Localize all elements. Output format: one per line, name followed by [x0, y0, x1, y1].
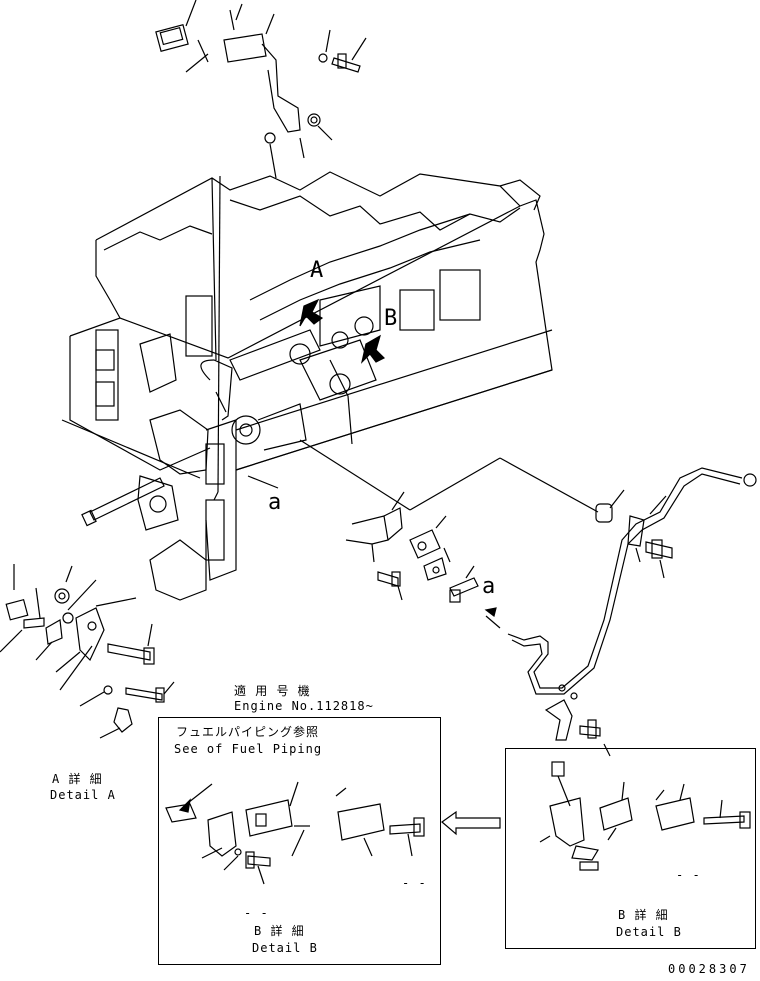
fuel-piping-note-en: See of Fuel Piping — [174, 742, 323, 756]
detail-a-parts — [0, 564, 175, 739]
top-bracket-assembly — [155, 0, 367, 179]
callout-a-pipe-label: a — [482, 574, 497, 599]
pipe-assembly — [484, 467, 757, 757]
middle-bracket-parts — [345, 491, 479, 603]
arrow-a-marker — [299, 298, 324, 327]
detail-b-left-dashes-2: - - — [244, 906, 269, 920]
detail-b-left-caption-jp: B 詳 細 — [254, 924, 305, 938]
detail-b-left-parts — [165, 781, 425, 885]
engine-block — [61, 171, 553, 601]
detail-b-left-box — [158, 717, 441, 965]
leader-lines — [213, 175, 599, 513]
engine-number: Engine No.112818~ — [234, 699, 374, 713]
callout-a-label: A — [310, 258, 325, 283]
detail-b-right-box — [505, 748, 756, 949]
transfer-arrow — [441, 810, 501, 836]
detail-b-right-dashes: - - — [676, 868, 701, 882]
callout-b-label: B — [384, 306, 399, 331]
detail-b-right-caption-en: Detail B — [616, 925, 682, 939]
detail-a-caption-en: Detail A — [50, 788, 116, 802]
callout-a-lower-label: a — [268, 490, 283, 515]
detail-b-right-caption-jp: B 詳 細 — [618, 908, 669, 922]
arrow-b-marker — [360, 334, 386, 364]
detail-b-left-dashes: - - — [402, 876, 427, 890]
detail-a-caption-jp: A 詳 細 — [52, 772, 103, 786]
long-bolt — [81, 477, 165, 527]
fuel-piping-note-jp: フュエルパイピング参照 — [176, 725, 320, 739]
detail-b-right-parts — [539, 761, 751, 871]
applicability-heading: 適 用 号 機 — [234, 684, 311, 698]
drawing-number: 00028307 — [668, 962, 750, 976]
detail-b-left-caption-en: Detail B — [252, 941, 318, 955]
